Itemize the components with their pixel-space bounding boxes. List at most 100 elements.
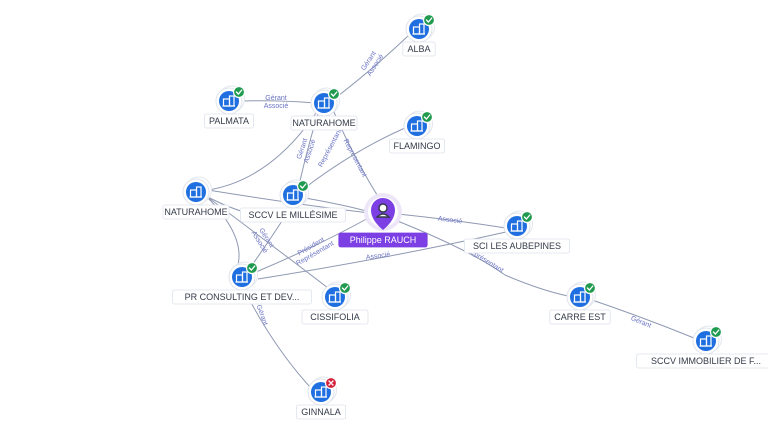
check-icon bbox=[420, 110, 434, 124]
building-icon bbox=[317, 97, 330, 109]
node-label-box: SCI LES AUBEPINES bbox=[463, 238, 570, 254]
node-label: NATURAHOME bbox=[164, 207, 227, 217]
building-icon bbox=[314, 386, 327, 398]
label-background bbox=[463, 238, 570, 254]
building-icon bbox=[510, 220, 523, 232]
node-label-box: CISSIFOLIA bbox=[301, 309, 369, 325]
node-label-box: NATURAHOME bbox=[162, 204, 230, 220]
node-label-box: PALMATA bbox=[203, 113, 254, 129]
label-background bbox=[301, 309, 369, 325]
company-node-palmata[interactable]: PALMATA bbox=[203, 85, 254, 129]
building-icon bbox=[222, 95, 235, 107]
company-node-ginnala[interactable]: GINNALA bbox=[295, 376, 346, 420]
edge-line bbox=[591, 299, 695, 339]
node-label-box: SCCV IMMOBILIER DE F... bbox=[636, 353, 768, 369]
user-icon bbox=[375, 203, 391, 218]
node-label-box: PR CONSULTING ET DEV... bbox=[172, 289, 312, 305]
label-background bbox=[290, 115, 358, 131]
company-node-carreest[interactable]: CARRE EST bbox=[549, 281, 611, 325]
check-icon bbox=[520, 210, 534, 224]
edge-line bbox=[205, 195, 240, 266]
edge-line bbox=[255, 215, 373, 273]
edge-label: Gérant bbox=[265, 95, 286, 102]
company-node-naturahome2[interactable]: NATURAHOME bbox=[162, 176, 230, 220]
cross-icon bbox=[324, 376, 338, 390]
edge-e9[interactable]: Associé bbox=[257, 231, 507, 280]
company-node-millesime[interactable]: SCCV LE MILLÉSIME bbox=[239, 179, 346, 223]
company-node-immobilier[interactable]: SCCV IMMOBILIER DE F... bbox=[636, 325, 768, 369]
node-label: NATURAHOME bbox=[292, 118, 355, 128]
node-label-box: NATURAHOME bbox=[290, 115, 358, 131]
building-icon bbox=[699, 335, 712, 347]
label-background bbox=[636, 353, 768, 369]
node-label: Philippe RAUCH bbox=[350, 235, 417, 245]
node-label-box: Philippe RAUCH bbox=[338, 232, 428, 248]
edge-line bbox=[241, 100, 316, 104]
building-icon bbox=[286, 189, 299, 201]
check-icon bbox=[327, 87, 341, 101]
label-background bbox=[203, 113, 254, 129]
node-label: PALMATA bbox=[209, 116, 249, 126]
edge-label: Gérant bbox=[255, 304, 269, 327]
building-icon bbox=[189, 186, 202, 198]
edge-line bbox=[397, 213, 507, 229]
edge-line bbox=[333, 35, 409, 100]
building-icon bbox=[573, 291, 586, 303]
check-icon bbox=[583, 281, 597, 295]
node-label: CARRE EST bbox=[554, 312, 606, 322]
building-icon bbox=[328, 291, 341, 303]
edge-line bbox=[305, 127, 406, 188]
edge-label: Associé bbox=[437, 216, 462, 226]
check-icon bbox=[245, 261, 259, 275]
node-label: GINNALA bbox=[301, 407, 341, 417]
company-node-cissifolia[interactable]: CISSIFOLIA bbox=[301, 281, 369, 325]
check-icon bbox=[232, 85, 246, 99]
node-label: SCCV IMMOBILIER DE F... bbox=[651, 356, 761, 366]
company-node-naturahome1[interactable]: NATURAHOME bbox=[290, 87, 358, 131]
check-icon bbox=[422, 13, 436, 27]
building-icon bbox=[235, 271, 248, 283]
nodes-layer: ALBA PALMATA NATURAHOME FLAMINGO NATURAHOME S… bbox=[162, 13, 768, 420]
edge-label: Associé bbox=[264, 103, 289, 110]
company-node-aubepines[interactable]: SCI LES AUBEPINES bbox=[463, 210, 570, 254]
company-node-alba[interactable]: ALBA bbox=[402, 13, 436, 57]
company-node-flamingo[interactable]: FLAMINGO bbox=[389, 110, 445, 154]
edge-line bbox=[394, 219, 569, 297]
person-node-rauch[interactable]: Philippe RAUCH bbox=[338, 193, 428, 248]
company-node-prconsulting[interactable]: PR CONSULTING ET DEV... bbox=[172, 261, 312, 305]
node-label: ALBA bbox=[407, 44, 430, 54]
label-background bbox=[338, 232, 428, 248]
check-icon bbox=[338, 281, 352, 295]
edge-e6[interactable]: Associé bbox=[397, 213, 507, 229]
edge-e15[interactable] bbox=[205, 195, 240, 266]
label-background bbox=[549, 309, 611, 325]
check-icon bbox=[296, 179, 310, 193]
node-label: CISSIFOLIA bbox=[310, 312, 360, 322]
edge-line bbox=[257, 231, 507, 280]
edge-e7[interactable]: Représentant bbox=[394, 219, 569, 297]
node-label-box: FLAMINGO bbox=[389, 138, 445, 154]
edge-label: Représentant bbox=[342, 138, 368, 178]
node-label: PR CONSULTING ET DEV... bbox=[185, 292, 300, 302]
node-label-box: ALBA bbox=[402, 41, 436, 57]
node-label-box: SCCV LE MILLÉSIME bbox=[239, 207, 346, 223]
building-icon bbox=[410, 120, 423, 132]
node-label: SCI LES AUBEPINES bbox=[473, 241, 561, 251]
building-icon bbox=[412, 23, 425, 35]
check-icon bbox=[709, 325, 723, 339]
label-background bbox=[162, 204, 230, 220]
node-label: FLAMINGO bbox=[393, 141, 440, 151]
label-background bbox=[172, 289, 312, 305]
label-background bbox=[402, 41, 436, 57]
label-background bbox=[239, 207, 346, 223]
label-background bbox=[389, 138, 445, 154]
node-label-box: CARRE EST bbox=[549, 309, 611, 325]
edge-label: Associé bbox=[365, 251, 390, 261]
node-label: SCCV LE MILLÉSIME bbox=[248, 210, 337, 220]
label-background bbox=[295, 404, 346, 420]
edge-label: Représentant bbox=[317, 128, 343, 168]
node-label-box: GINNALA bbox=[295, 404, 346, 420]
